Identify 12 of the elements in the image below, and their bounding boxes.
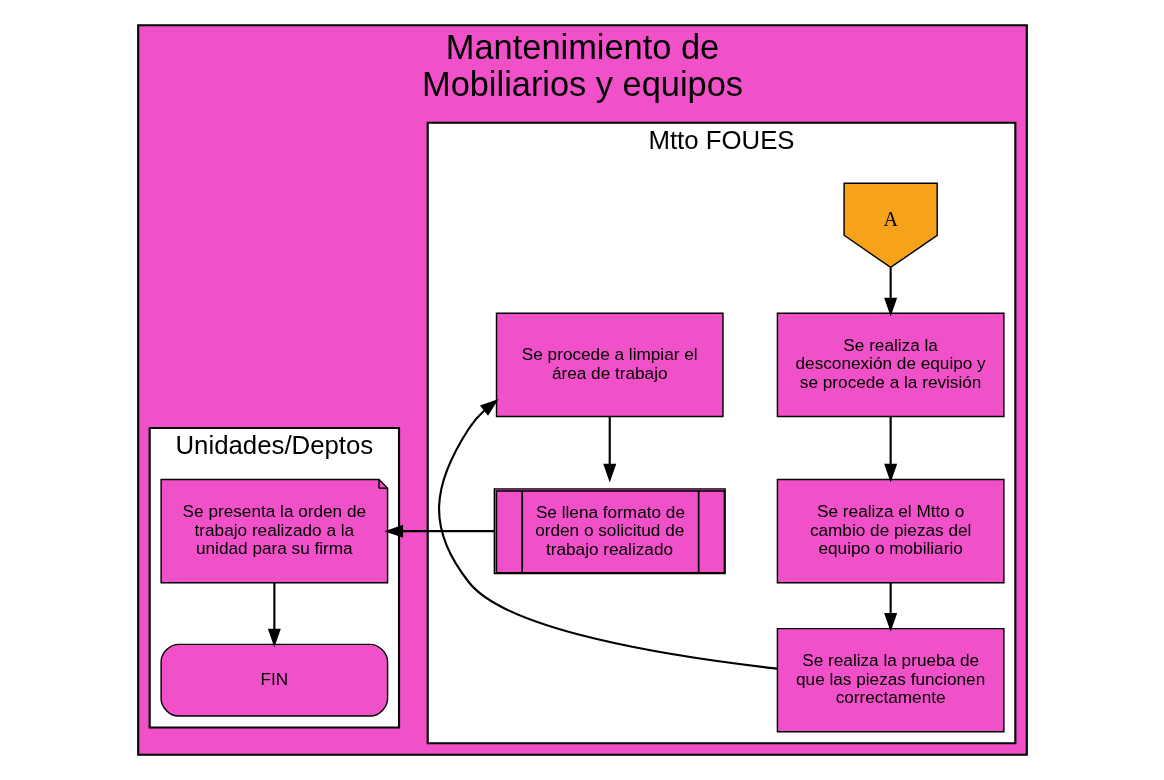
node-box: Se realiza la desconexión de equipo y se procede a la revisión — [776, 312, 1005, 418]
arrow — [602, 416, 616, 483]
node-box: Se realiza la prueba de que las piezas funcionen correctamente — [776, 627, 1005, 733]
arrow — [383, 524, 494, 538]
node-box: FIN — [159, 643, 388, 717]
arrow — [267, 582, 281, 648]
arrow — [883, 416, 897, 483]
arrow — [883, 267, 897, 317]
node-box: Se realiza el Mtto o cambio de piezas del equipo o mobiliario — [776, 478, 1005, 584]
arrow — [437, 399, 777, 670]
node-box: Se procede a limpiar el área de trabajo — [495, 312, 724, 418]
arrow — [883, 582, 897, 632]
